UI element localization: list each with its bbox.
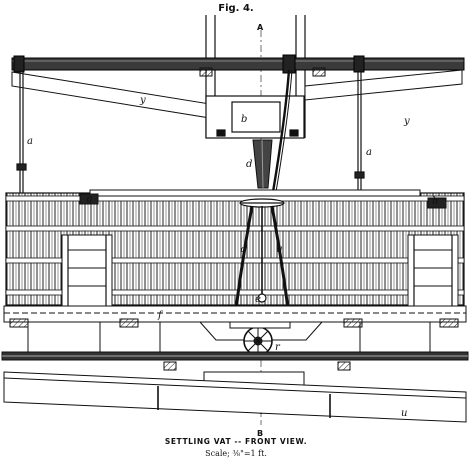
figure-caption: SETTLING VAT -- FRONT VIEW. — [165, 437, 307, 446]
central-swivel — [234, 198, 290, 311]
label-q-right: q — [276, 244, 282, 255]
axis-label-top: A — [257, 23, 264, 32]
settling-vat — [5, 189, 465, 308]
axis-label-bottom: B — [257, 429, 263, 438]
figure-scale: Scale; ⅜"=1 ft. — [205, 449, 267, 458]
label-y-left: y — [139, 95, 146, 106]
label-h: h — [432, 196, 438, 207]
valve-wheel — [229, 321, 291, 356]
lower-trough — [3, 371, 467, 423]
figure-title: Fig. 4. — [218, 3, 253, 14]
sloping-beam-right — [304, 69, 463, 101]
hoist-rope — [271, 69, 291, 193]
floor-slab — [1, 351, 469, 361]
label-r: r — [275, 342, 281, 353]
vat-supports — [27, 321, 431, 352]
overhead-pipe — [11, 54, 465, 74]
suspended-box — [205, 95, 305, 139]
outlet-pipe — [252, 139, 273, 189]
label-b: b — [241, 114, 247, 125]
label-e: e — [255, 294, 261, 305]
label-a-left: a — [27, 136, 33, 147]
label-d: d — [246, 159, 252, 170]
label-u: u — [401, 408, 407, 419]
label-f: f — [157, 310, 164, 321]
label-q-left: q — [240, 244, 246, 255]
label-g: g — [86, 194, 92, 205]
sloping-beam-left — [11, 71, 211, 119]
label-a-right: a — [366, 147, 372, 158]
label-y-right: y — [403, 116, 410, 127]
